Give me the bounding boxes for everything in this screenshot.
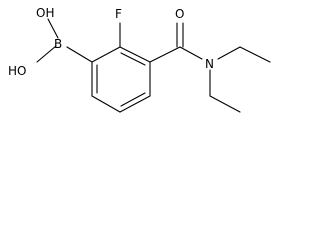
ring-bond-c5-c6 xyxy=(91,95,121,113)
boron-label: B xyxy=(54,37,62,51)
carbonyl-oxygen-label: O xyxy=(175,7,184,21)
bond-ethyl2-terminal xyxy=(209,95,241,113)
bond-carbonyl-nitrogen xyxy=(179,46,203,60)
bond-ring-carbonyl xyxy=(149,46,181,63)
hydroxyl-top-label: OH xyxy=(36,6,54,20)
benzene-ring xyxy=(91,46,151,113)
fluorine-label: F xyxy=(115,7,122,21)
ring-double-bond-c2-c3 xyxy=(120,52,146,66)
ring-bond-c1-c2 xyxy=(91,46,121,63)
ring-bond-c4-c5 xyxy=(119,95,151,113)
diethylamide-group: O N xyxy=(149,7,271,113)
bond-ethyl1-terminal xyxy=(239,46,271,63)
chemical-structure-diagram: B OH HO F O N xyxy=(8,6,271,113)
bond-nitrogen-ethyl1 xyxy=(217,46,241,60)
bond-boron-oh-left xyxy=(36,45,57,63)
boronic-acid-group: B OH HO xyxy=(8,6,93,78)
hydroxyl-left-label: HO xyxy=(8,64,26,78)
nitrogen-label: N xyxy=(205,57,214,71)
ring-double-bond-c4-c5 xyxy=(120,92,146,107)
bond-boron-oh-top xyxy=(47,18,59,39)
bond-ring-boron xyxy=(66,46,93,63)
ring-bond-c2-c3 xyxy=(119,46,151,63)
fluoro-group: F xyxy=(115,7,122,48)
